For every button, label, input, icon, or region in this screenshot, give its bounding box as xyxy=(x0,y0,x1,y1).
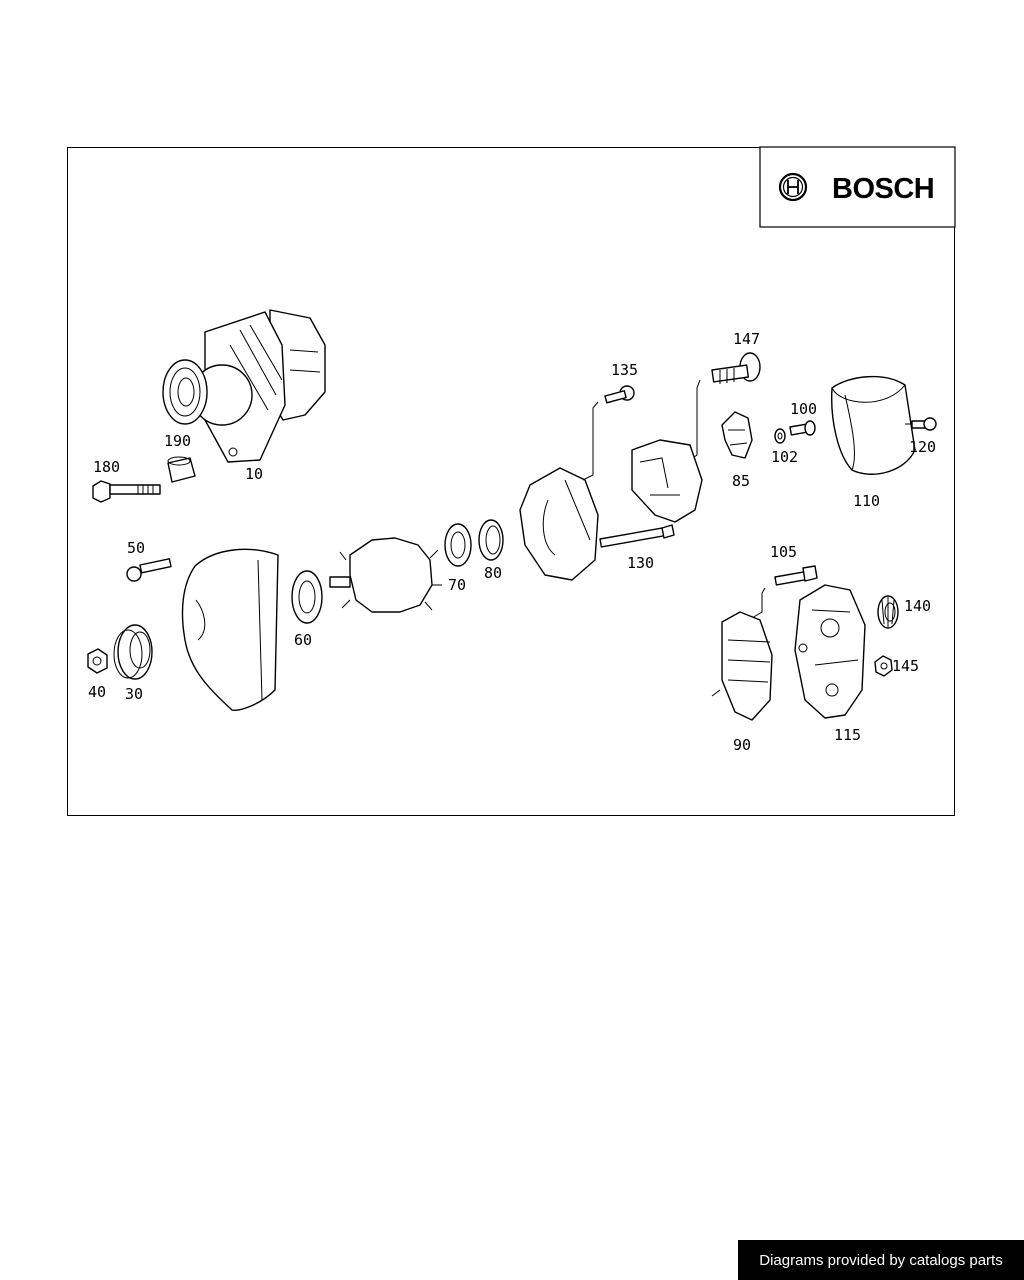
callout-115: 115 xyxy=(834,726,861,744)
part-screw-135 xyxy=(582,385,635,481)
callout-147: 147 xyxy=(733,330,760,348)
part-rotor xyxy=(329,537,442,613)
callout-60: 60 xyxy=(294,631,312,649)
part-end-housing-115 xyxy=(794,584,866,719)
part-washer-102 xyxy=(774,428,786,444)
callout-190: 190 xyxy=(164,432,191,450)
part-long-bolt xyxy=(92,480,161,503)
callout-135: 135 xyxy=(611,361,638,379)
callout-40: 40 xyxy=(88,683,106,701)
callout-labels: 190 10 180 50 60 70 80 40 30 135 147 100… xyxy=(88,330,936,754)
callout-102: 102 xyxy=(771,448,798,466)
part-screw-100 xyxy=(789,420,816,436)
part-nut-40 xyxy=(87,648,108,674)
callout-100: 100 xyxy=(790,400,817,418)
bosch-logo-icon xyxy=(778,172,808,202)
callout-50: 50 xyxy=(127,539,145,557)
callout-120: 120 xyxy=(909,438,936,456)
part-bolt-50 xyxy=(126,558,172,582)
part-bearing-60 xyxy=(291,570,323,624)
part-alternator-assembly xyxy=(162,309,326,463)
part-rectifier-90 xyxy=(711,611,773,721)
part-nut-145 xyxy=(874,655,893,677)
footer-credit: Diagrams provided by catalogs parts xyxy=(738,1240,1024,1280)
part-screw-120 xyxy=(905,417,937,431)
diagram-frame xyxy=(67,147,955,816)
part-ring-80 xyxy=(478,519,504,561)
part-screw-105 xyxy=(751,565,818,619)
part-nut-140 xyxy=(877,595,899,629)
callout-70: 70 xyxy=(448,576,466,594)
callout-145: 145 xyxy=(892,657,919,675)
callout-105: 105 xyxy=(770,543,797,561)
callout-180: 180 xyxy=(93,458,120,476)
brand-box: BOSCH xyxy=(759,146,956,228)
part-cover-cap-110 xyxy=(830,375,916,475)
part-brush-holder-85 xyxy=(721,411,753,459)
callout-85: 85 xyxy=(732,472,750,490)
callout-110: 110 xyxy=(853,492,880,510)
part-bearing-70 xyxy=(444,523,472,567)
part-drive-end-housing xyxy=(181,548,279,712)
part-screw-147 xyxy=(689,352,761,461)
callout-140: 140 xyxy=(904,597,931,615)
part-slip-ring-bracket xyxy=(631,439,703,523)
part-stator-housing xyxy=(519,467,599,581)
part-long-bolt-130 xyxy=(599,524,675,548)
callout-30: 30 xyxy=(125,685,143,703)
callout-10: 10 xyxy=(245,465,263,483)
part-sleeve xyxy=(167,456,196,483)
part-pulley-30 xyxy=(113,624,153,680)
brand-name: BOSCH xyxy=(832,173,934,205)
callout-80: 80 xyxy=(484,564,502,582)
callout-130: 130 xyxy=(627,554,654,572)
callout-90: 90 xyxy=(733,736,751,754)
